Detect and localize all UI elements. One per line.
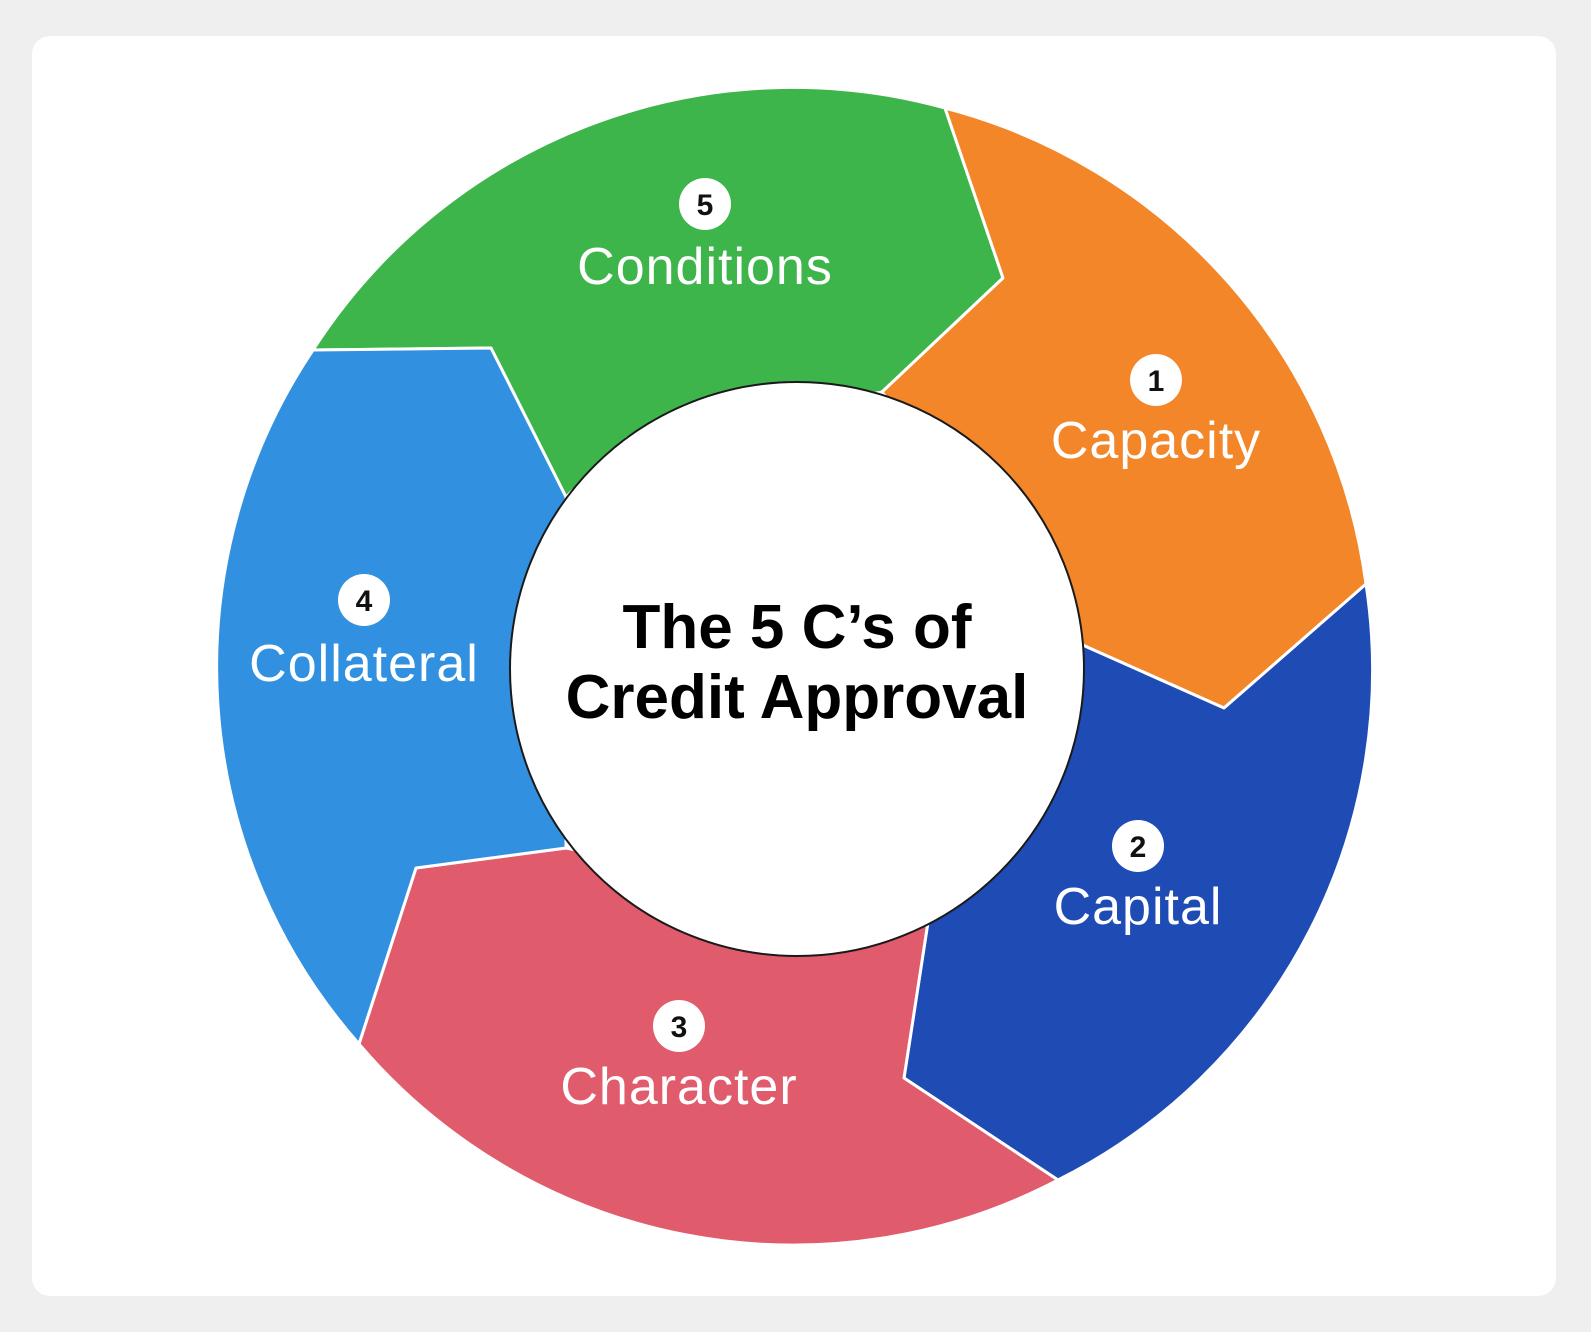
number-text-5: 5 (697, 189, 714, 222)
number-text-1: 1 (1148, 365, 1165, 398)
number-badge-3 (653, 1000, 705, 1052)
segment-label-conditions: Conditions (577, 238, 833, 296)
number-badge-2 (1112, 820, 1164, 872)
number-text-4: 4 (356, 585, 373, 618)
segment-label-capital: Capital (1054, 878, 1223, 936)
number-badge-5 (679, 178, 731, 230)
segment-character (357, 846, 1060, 1247)
segment-collateral (215, 346, 568, 1046)
center-title-line2: Credit Approval (566, 663, 1029, 732)
segment-label-capacity: Capacity (1051, 412, 1261, 470)
number-badge-4 (338, 574, 390, 626)
number-text-2: 2 (1130, 831, 1147, 864)
segment-label-character: Character (560, 1058, 797, 1116)
number-badge-1 (1130, 354, 1182, 406)
segment-label-collateral: Collateral (249, 635, 479, 693)
number-text-3: 3 (671, 1011, 688, 1044)
segment-capital (902, 582, 1375, 1182)
center-circle (509, 381, 1085, 957)
center-title-line1: The 5 C’s of (622, 593, 971, 662)
segment-capacity (880, 106, 1368, 710)
